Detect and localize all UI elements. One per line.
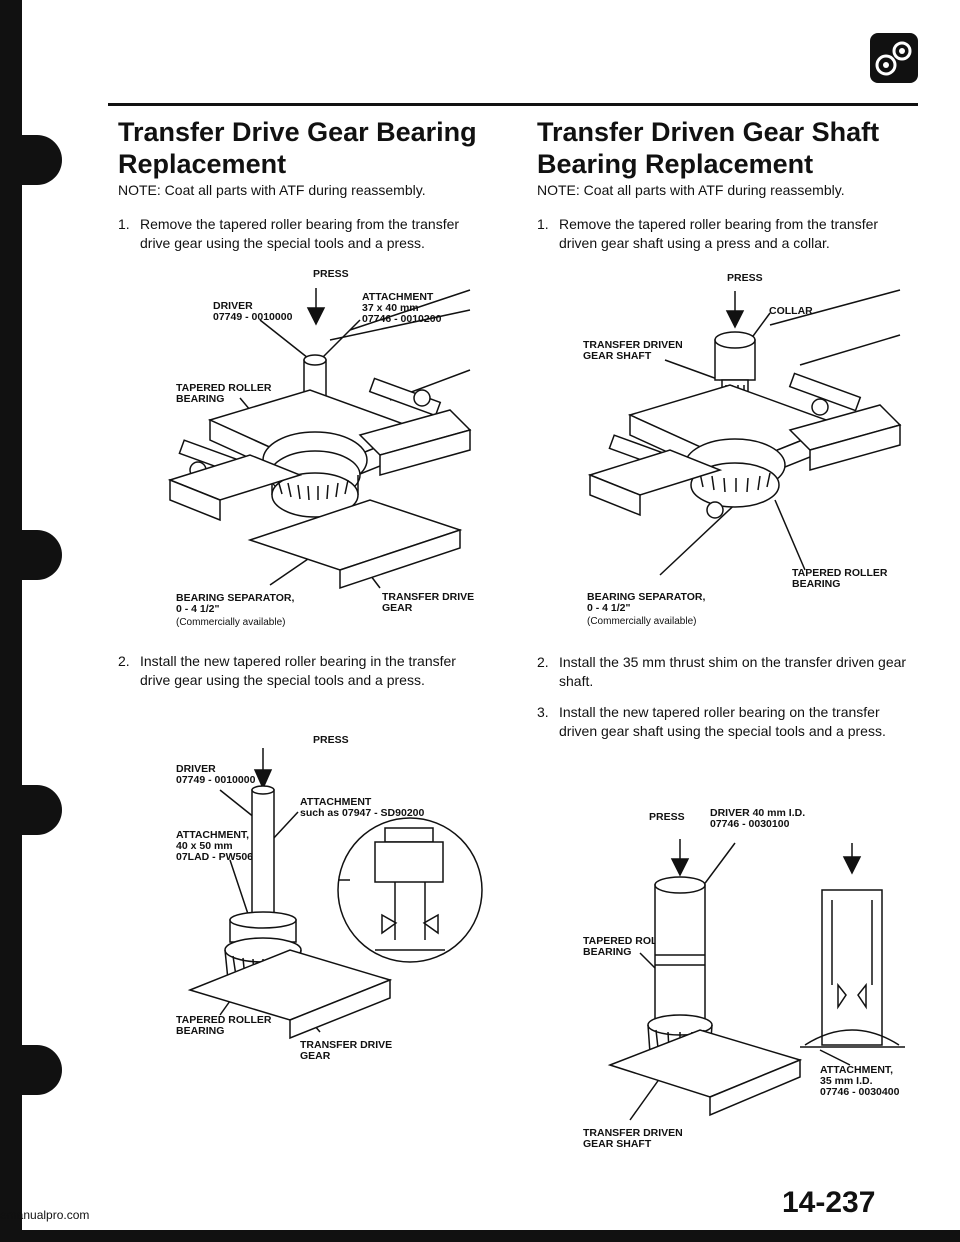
step-text: Install the new tapered roller bearing i… xyxy=(140,653,456,688)
step-number: 2. xyxy=(537,654,549,670)
page-number: 14-237 xyxy=(782,1186,876,1219)
section-tab xyxy=(0,135,62,185)
left-figure-2 xyxy=(187,748,483,1040)
step-text: Remove the tapered roller bearing from t… xyxy=(559,216,879,251)
right-step-1: 1. Remove the tapered roller bearing fro… xyxy=(537,215,917,253)
rfig1-collar-label: COLLAR xyxy=(769,305,813,317)
step-number: 3. xyxy=(537,704,549,720)
header-rule xyxy=(108,103,918,106)
section-tab xyxy=(0,785,62,835)
step-number: 1. xyxy=(537,216,549,232)
rfig2-attachment-label: ATTACHMENT, 35 mm I.D. 07746 - 0030400 xyxy=(820,1064,900,1098)
fig1-bearing-label: TAPERED ROLLER BEARING xyxy=(176,382,272,405)
footer-bar xyxy=(0,1230,960,1242)
rfig1-separator-note: (Commercially available) xyxy=(587,616,697,627)
step-number: 2. xyxy=(118,653,130,669)
step-number: 1. xyxy=(118,216,130,232)
right-title-line1: Transfer Driven Gear Shaft xyxy=(537,117,880,147)
rfig1-shaft-label: TRANSFER DRIVEN GEAR SHAFT xyxy=(583,339,683,362)
watermark-text: emanualpro.com xyxy=(0,1208,90,1222)
fig1-press-label: PRESS xyxy=(313,268,349,280)
fig2-attachment-a-label: ATTACHMENT such as 07947 - SD90200 xyxy=(300,796,425,819)
fig1-attachment-label: ATTACHMENT 37 x 40 mm 07746 - 0010200 xyxy=(362,291,442,325)
rfig2-driver-label: DRIVER 40 mm I.D. 07746 - 0030100 xyxy=(710,807,806,830)
step-text: Remove the tapered roller bearing from t… xyxy=(140,216,460,251)
fig2-bearing-label: TAPERED ROLLER BEARING xyxy=(176,1014,272,1037)
right-figure-1 xyxy=(587,289,902,576)
left-step-1: 1. Remove the tapered roller bearing fro… xyxy=(118,215,488,253)
section-tab xyxy=(0,530,62,580)
binding-spine xyxy=(0,0,22,1242)
section-tab xyxy=(0,1045,62,1095)
rfig1-separator-label: BEARING SEPARATOR, 0 - 4 1/2" xyxy=(587,591,706,614)
fig2-attachment-b-label: ATTACHMENT, 40 x 50 mm 07LAD - PW50601 xyxy=(176,829,265,863)
right-note: NOTE: Coat all parts with ATF during rea… xyxy=(537,182,845,198)
left-figure-1 xyxy=(167,288,472,590)
right-step-2: 2. Install the 35 mm thrust shim on the … xyxy=(537,653,917,691)
fig2-driver-label: DRIVER 07749 - 0010000 xyxy=(176,763,256,786)
step-text: Install the new tapered roller bearing o… xyxy=(559,704,886,739)
rfig2-press-label: PRESS xyxy=(649,811,685,823)
fig1-gear-label: TRANSFER DRIVE GEAR xyxy=(382,591,475,614)
fig2-gear-label: TRANSFER DRIVE GEAR xyxy=(300,1039,393,1062)
left-step-2: 2. Install the new tapered roller bearin… xyxy=(118,652,488,690)
fig2-press-label: PRESS xyxy=(313,734,349,746)
step-text: Install the 35 mm thrust shim on the tra… xyxy=(559,654,907,689)
rfig2-shaft-label: TRANSFER DRIVEN GEAR SHAFT xyxy=(583,1127,683,1150)
fig1-driver-label: DRIVER 07749 - 0010000 xyxy=(213,300,293,323)
rfig1-bearing-label: TAPERED ROLLER BEARING xyxy=(792,567,888,590)
left-note: NOTE: Coat all parts with ATF during rea… xyxy=(118,182,426,198)
fig1-separator-note: (Commercially available) xyxy=(176,617,286,628)
right-title-line2: Bearing Replacement xyxy=(537,149,814,179)
left-title-line1: Transfer Drive Gear Bearing xyxy=(118,117,477,147)
fig1-separator-label: BEARING SEPARATOR, 0 - 4 1/2" xyxy=(176,592,295,615)
right-step-3: 3. Install the new tapered roller bearin… xyxy=(537,703,917,741)
rfig1-press-label: PRESS xyxy=(727,272,763,284)
transmission-section-icon xyxy=(870,33,918,83)
right-figure-2 xyxy=(607,839,905,1121)
left-title-line2: Replacement xyxy=(118,149,287,179)
